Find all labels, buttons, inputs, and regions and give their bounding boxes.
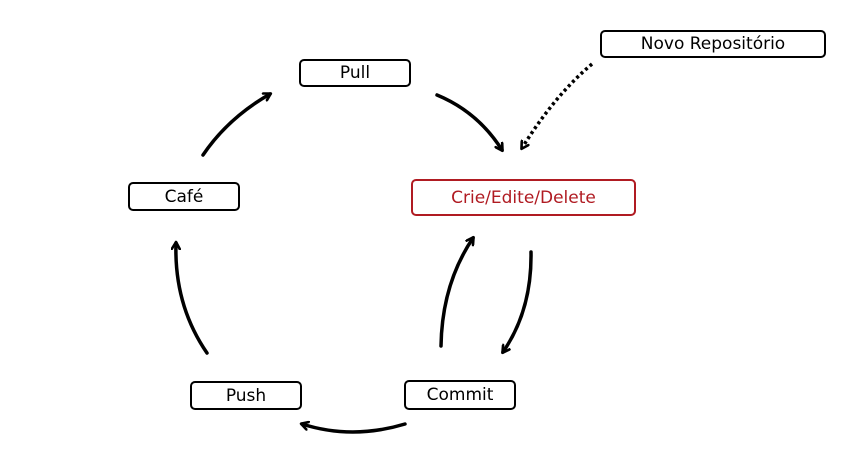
arrow-commit-to-edit: [439, 238, 473, 348]
node-push-label: Push: [225, 385, 267, 406]
node-new-repository-label: Novo Repositório: [640, 34, 786, 54]
node-push: Push: [190, 381, 302, 410]
node-new-repository: Novo Repositório: [600, 30, 826, 58]
arrow-commit-to-push: [302, 424, 407, 434]
node-cafe-label: Café: [164, 186, 204, 207]
arrow-push-to-cafe: [176, 243, 209, 355]
arrow-pull-to-edit: [435, 93, 502, 150]
node-commit: Commit: [404, 380, 516, 410]
node-cafe: Café: [128, 182, 240, 211]
node-pull-label: Pull: [339, 63, 371, 83]
node-create-edit-delete-label: Crie/Edite/Delete: [451, 187, 596, 208]
arrow-new-repo-to-edit: [522, 62, 594, 148]
node-pull: Pull: [299, 59, 411, 87]
arrow-cafe-to-pull: [201, 94, 270, 157]
node-create-edit-delete: Crie/Edite/Delete: [411, 179, 636, 216]
node-commit-label: Commit: [426, 385, 494, 405]
arrow-edit-to-commit: [503, 250, 533, 352]
